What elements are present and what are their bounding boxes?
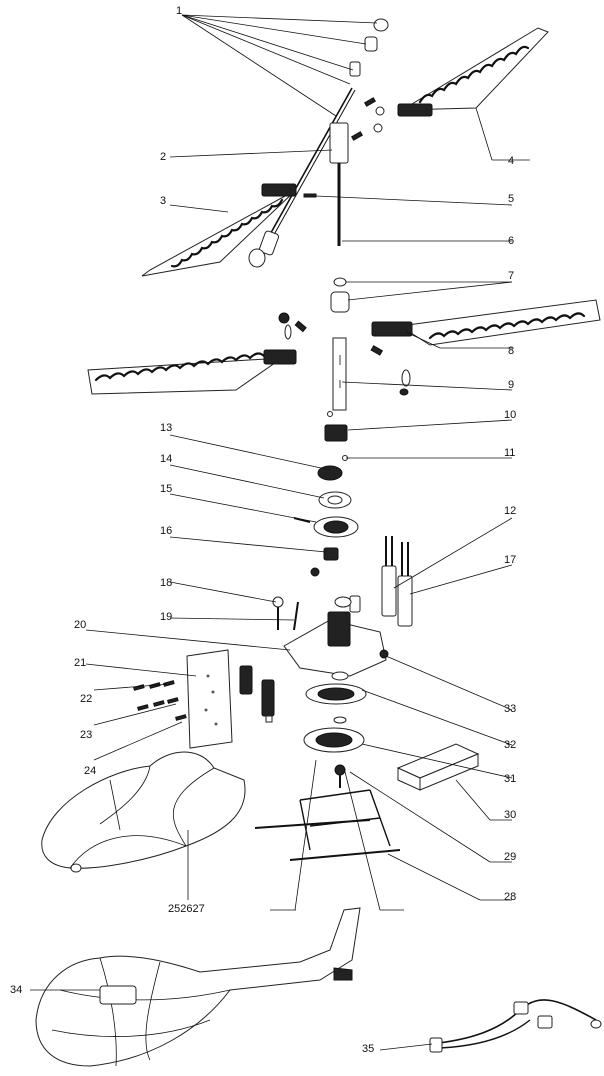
callout-23: 23 [80,729,92,741]
callout-14: 14 [160,453,172,465]
receiver-board-assembly [133,649,275,749]
callout-10: 10 [504,409,516,421]
callout-22: 22 [80,693,92,705]
callout-19: 19 [160,611,172,623]
callout-labels: 1 2 3 4 5 6 7 8 9 10 11 12 13 14 15 16 1… [10,5,516,1055]
callout-21: 21 [74,657,86,669]
callout-31: 31 [504,773,516,785]
upper-blade-left [141,183,297,277]
callout-5: 5 [508,193,514,205]
callout-28: 28 [504,891,516,903]
callout-24: 24 [84,765,96,777]
main-frame-assembly [254,536,480,861]
callout-18: 18 [160,577,172,589]
fuselage-shell [35,907,361,1067]
upper-blade-right [397,27,549,117]
callout-33: 33 [504,703,516,715]
callout-32: 32 [504,739,516,751]
callout-2: 2 [160,151,166,163]
callout-3: 3 [160,195,166,207]
charge-cable [429,999,602,1053]
callout-4: 4 [508,155,514,167]
leader-lines [30,14,530,1051]
callout-8: 8 [508,345,514,357]
callout-17: 17 [504,554,516,566]
callout-12: 12 [504,505,516,517]
callout-9: 9 [508,379,514,391]
callout-20: 20 [74,619,86,631]
canopy-outline [41,751,246,873]
callout-29: 29 [504,851,516,863]
callout-34: 34 [10,984,22,996]
mid-rotor-assembly [87,277,601,561]
callout-252627: 252627 [168,903,205,915]
callout-16: 16 [160,525,172,537]
callout-11: 11 [504,447,515,459]
callout-35: 35 [362,1043,374,1055]
top-flybar-assembly [248,18,389,268]
callout-13: 13 [160,422,172,434]
callout-6: 6 [508,235,514,247]
callout-7: 7 [508,270,514,282]
callout-15: 15 [160,483,172,495]
callout-1: 1 [176,5,182,17]
callout-30: 30 [504,809,516,821]
